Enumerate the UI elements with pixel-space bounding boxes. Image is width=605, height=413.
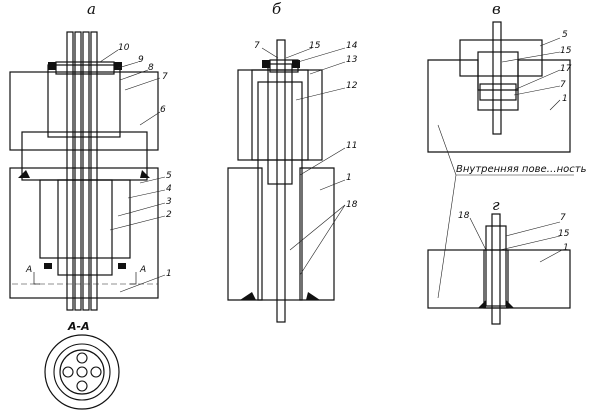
base-v-1 bbox=[427, 59, 571, 153]
electrode-7 bbox=[276, 39, 286, 323]
panel-a-letter: а bbox=[87, 0, 96, 18]
callout-b-15: 15 bbox=[309, 41, 321, 51]
seal-b-bottom-right bbox=[306, 292, 320, 300]
sleeve-4 bbox=[39, 179, 131, 259]
panel-g: г 18 7 15 1 bbox=[427, 196, 571, 325]
insert-11 bbox=[257, 81, 303, 301]
section-label: А-А bbox=[67, 320, 90, 333]
callout-a-7: 7 bbox=[162, 72, 168, 82]
base-g-1 bbox=[427, 249, 571, 309]
seal-right bbox=[140, 170, 150, 178]
flange-7 bbox=[47, 64, 121, 138]
panel-v: в 5 15 17 7 1 bbox=[427, 0, 572, 153]
seal-17 bbox=[479, 83, 517, 101]
electrode-1 bbox=[66, 31, 74, 311]
callout-v-1: 1 bbox=[562, 94, 568, 104]
note-leader-up bbox=[437, 124, 457, 176]
base-1-right bbox=[299, 167, 335, 301]
callout-v-17: 17 bbox=[560, 64, 572, 74]
electrode-3 bbox=[82, 31, 90, 311]
cut-label-right: А bbox=[139, 265, 146, 275]
seal-g-right bbox=[506, 300, 514, 308]
section-hole-left bbox=[62, 366, 74, 378]
section-hole-bottom bbox=[76, 380, 88, 392]
section-hole-right bbox=[90, 366, 102, 378]
callout-g-1: 1 bbox=[563, 243, 569, 253]
panel-a: а А А bbox=[9, 0, 172, 311]
seal-bottom-right bbox=[118, 263, 126, 269]
electrode-4 bbox=[90, 31, 98, 311]
callout-b-7: 7 bbox=[254, 41, 260, 51]
panel-g-letter: г bbox=[492, 196, 500, 214]
callout-v-7: 7 bbox=[560, 80, 566, 90]
callout-v-15: 15 bbox=[560, 46, 572, 56]
seal-left bbox=[18, 170, 30, 178]
callout-g-18: 18 bbox=[458, 211, 470, 221]
callout-a-1: 1 bbox=[166, 269, 172, 279]
base-1-left bbox=[227, 167, 263, 301]
callout-b-13: 13 bbox=[346, 55, 358, 65]
callout-a-4: 4 bbox=[166, 184, 172, 194]
callout-b-12: 12 bbox=[346, 81, 358, 91]
section-hole-center bbox=[76, 366, 88, 378]
housing-13 bbox=[237, 69, 323, 161]
housing-5-bore bbox=[477, 51, 519, 111]
base-part-1 bbox=[9, 167, 159, 299]
seal-top-left bbox=[48, 62, 56, 70]
cut-arrow-right bbox=[130, 272, 137, 285]
section-a-a: А-А bbox=[44, 320, 120, 410]
callout-b-11: 11 bbox=[346, 141, 357, 151]
sleeve-g-7 bbox=[485, 225, 507, 307]
callout-g-15: 15 bbox=[558, 229, 570, 239]
callout-b-14: 14 bbox=[346, 41, 358, 51]
inner-surface-note: Внутренняя пове…ность bbox=[456, 164, 587, 175]
sleeve-12 bbox=[267, 63, 293, 185]
seal-top-right bbox=[114, 62, 122, 70]
callout-b-1: 1 bbox=[346, 173, 352, 183]
panel-b-letter: б bbox=[272, 0, 282, 18]
seal-b-top-left bbox=[262, 60, 270, 68]
callout-a-9: 9 bbox=[138, 55, 144, 65]
section-hole-top bbox=[76, 352, 88, 364]
callout-a-3: 3 bbox=[166, 197, 172, 207]
callout-a-5: 5 bbox=[166, 171, 172, 181]
section-core bbox=[59, 349, 105, 395]
housing-bore bbox=[251, 69, 309, 161]
electrode-v bbox=[492, 21, 502, 135]
seal-b-top-right bbox=[292, 60, 300, 68]
callout-b-18: 18 bbox=[346, 200, 358, 210]
cut-label-left: А bbox=[25, 265, 32, 275]
seal-bottom-left bbox=[44, 263, 52, 269]
callout-v-5: 5 bbox=[562, 30, 568, 40]
section-outer-ring bbox=[44, 334, 120, 410]
seal-b-bottom-left bbox=[240, 292, 256, 300]
callout-a-2: 2 bbox=[166, 210, 172, 220]
electrode-2 bbox=[74, 31, 82, 311]
seal-g-left bbox=[478, 300, 486, 308]
note-leader-down bbox=[437, 174, 457, 299]
inner-bore bbox=[57, 179, 113, 276]
insulation-layer bbox=[9, 71, 159, 151]
callout-a-6: 6 bbox=[160, 105, 166, 115]
callout-a-8: 8 bbox=[148, 63, 154, 73]
cut-arrow-left bbox=[33, 272, 40, 285]
panel-b: б 7 15 14 13 12 11 1 18 bbox=[227, 0, 358, 323]
electrode-g-15 bbox=[491, 213, 501, 325]
ring-6 bbox=[21, 131, 148, 181]
bore-g bbox=[483, 249, 509, 309]
callout-a-10: 10 bbox=[118, 43, 130, 53]
note-block: Внутренняя пове…ность bbox=[437, 124, 587, 299]
panel-v-letter: в bbox=[492, 0, 501, 18]
callout-g-7: 7 bbox=[560, 213, 566, 223]
